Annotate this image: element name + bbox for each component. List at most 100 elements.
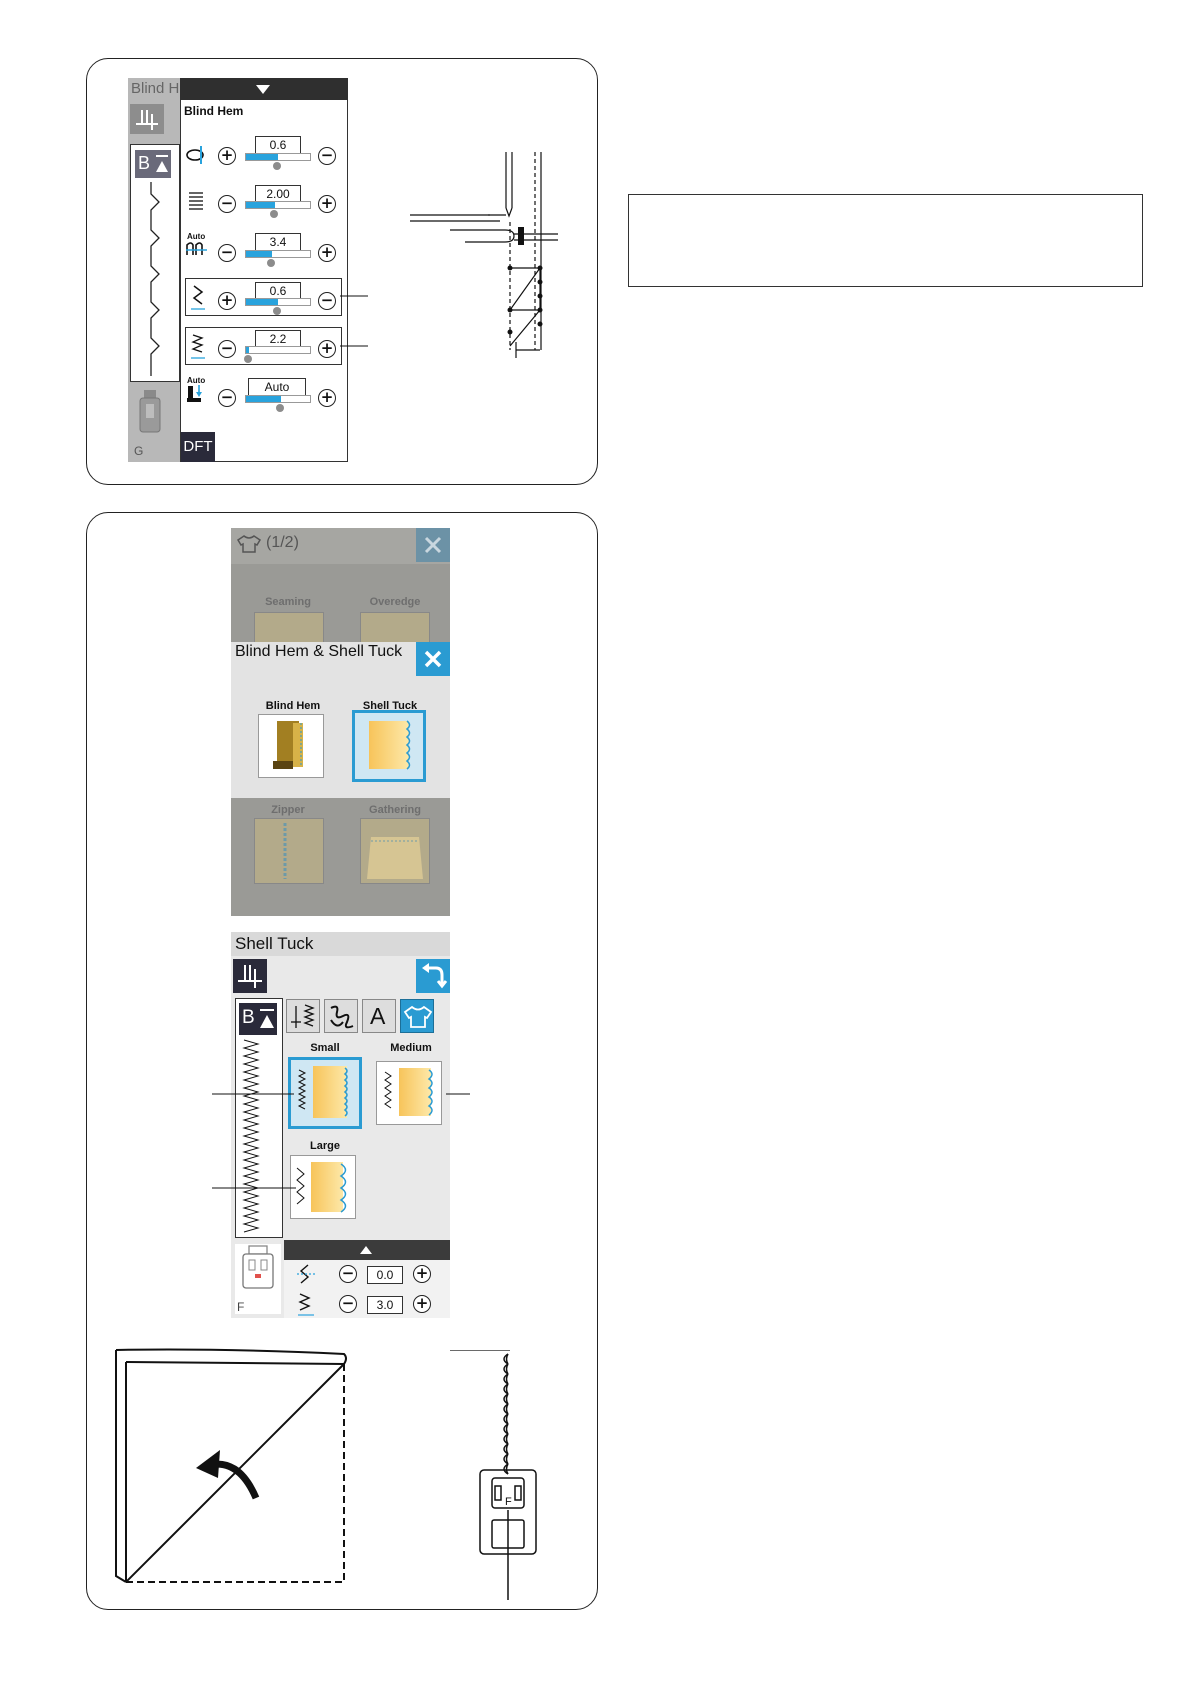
- increase-button[interactable]: +: [318, 195, 336, 213]
- decrease-button[interactable]: −: [318, 292, 336, 310]
- slider-knob-2[interactable]: [270, 210, 278, 218]
- decrease-button[interactable]: −: [318, 147, 336, 165]
- size-large-option[interactable]: [290, 1155, 356, 1219]
- back-arrow-icon: [422, 963, 448, 989]
- slider-fill-5: [246, 347, 249, 353]
- expand-bar[interactable]: [284, 1240, 450, 1260]
- slider-knob-6[interactable]: [276, 404, 284, 412]
- slider-track-3[interactable]: [245, 250, 311, 258]
- alphabet-letter: A: [370, 1003, 386, 1029]
- shell-scallop-inner: [505, 1413, 509, 1425]
- shell-tuck-stitch-preview: [242, 1039, 260, 1233]
- menu-item-gathering[interactable]: Gathering: [369, 804, 421, 816]
- menu-item-zipper[interactable]: Zipper: [271, 804, 305, 816]
- shell-scallop-inner: [505, 1393, 509, 1405]
- foot-letter-g: G: [134, 444, 144, 458]
- slider-track-2[interactable]: [245, 201, 311, 209]
- decrease-button[interactable]: −: [218, 389, 236, 407]
- increase-button[interactable]: +: [318, 244, 336, 262]
- blind-hem-stitch-preview: [150, 182, 160, 376]
- shell-tuck-option[interactable]: [352, 710, 426, 782]
- auto-label: Auto: [187, 232, 206, 241]
- tab-utility-stitches[interactable]: [286, 999, 320, 1033]
- slider-fill-2: [246, 202, 275, 208]
- menu-item-overedge[interactable]: Overedge: [369, 596, 421, 608]
- increase-width-button[interactable]: +: [413, 1265, 431, 1283]
- collapse-bar[interactable]: [180, 78, 348, 100]
- tab-garment[interactable]: [400, 999, 434, 1033]
- slider-knob-5[interactable]: [244, 355, 252, 363]
- medium-shell-icon: [384, 1068, 433, 1116]
- shell-scallop-inner: [505, 1383, 509, 1395]
- size-small-option[interactable]: [288, 1057, 362, 1129]
- dft-button[interactable]: DFT: [181, 432, 215, 462]
- size-large-label: Large: [310, 1140, 340, 1152]
- popup-title: Blind Hem & Shell Tuck: [235, 643, 403, 660]
- gathering-icon: [367, 837, 423, 879]
- tab-decorative-stitches[interactable]: [324, 999, 358, 1033]
- shell-scallop-inner: [505, 1403, 509, 1415]
- width-value: 0.0: [367, 1266, 403, 1284]
- shell-scallop-inner: [505, 1463, 509, 1475]
- popup-close-button[interactable]: [416, 642, 450, 676]
- shell-scallop-inner: [505, 1433, 509, 1445]
- slider-track-4[interactable]: [245, 298, 311, 306]
- size-medium-label: Medium: [390, 1042, 432, 1054]
- increase-button[interactable]: +: [318, 340, 336, 358]
- shell-tuck-label: Shell Tuck: [362, 700, 418, 712]
- menu-item-seaming[interactable]: Seaming: [265, 596, 311, 608]
- foot-letter-f: F: [237, 1300, 245, 1314]
- straight-stitch-button[interactable]: [233, 959, 267, 993]
- increase-button[interactable]: +: [218, 292, 236, 310]
- mode-b-icon[interactable]: B: [135, 150, 171, 178]
- bite-width-icon: [191, 285, 205, 310]
- tab-alphabet[interactable]: A: [362, 999, 396, 1033]
- screen-title: Shell Tuck: [231, 932, 450, 956]
- increase-button[interactable]: +: [318, 389, 336, 407]
- thread-tension-icon: [186, 242, 207, 255]
- decrease-width-button[interactable]: −: [339, 1265, 357, 1283]
- blind-hem-thumbnail-icon: [273, 721, 303, 769]
- highlighted-row-bite-width: [185, 278, 342, 316]
- stitch-width-icon: [297, 1264, 316, 1284]
- decorative-stitch-icon: [330, 1005, 354, 1029]
- slider-track-1[interactable]: [245, 153, 311, 161]
- blind-hem-option[interactable]: [258, 714, 324, 778]
- overlay-title: Blind Hem: [184, 104, 244, 118]
- straight-stitch-icon: [238, 965, 262, 988]
- close-button-greyed[interactable]: [416, 528, 450, 562]
- shell-scallop-inner: [505, 1353, 509, 1365]
- background-title: Blind H: [131, 80, 180, 97]
- size-medium-option[interactable]: [376, 1061, 442, 1125]
- value-display-1: 0.6: [255, 136, 301, 154]
- zipper-thumbnail[interactable]: [254, 818, 324, 884]
- slider-track-6[interactable]: [245, 395, 311, 403]
- menu-page-indicator: (1/2): [266, 534, 299, 551]
- fabric-fold-diagram: [115, 1348, 347, 1583]
- slider-knob-4[interactable]: [273, 307, 281, 315]
- mode-b-icon[interactable]: B: [239, 1003, 277, 1035]
- blind-hem-label: Blind Hem: [265, 700, 321, 712]
- back-button[interactable]: [416, 959, 450, 993]
- small-shell-icon: [297, 1066, 348, 1118]
- shell-scallop-inner: [505, 1373, 509, 1385]
- needle-position-icon: [186, 146, 204, 164]
- close-icon: [424, 536, 442, 554]
- decrease-button[interactable]: −: [218, 340, 236, 358]
- slider-knob-1[interactable]: [273, 162, 281, 170]
- gathering-thumbnail[interactable]: [360, 818, 430, 884]
- slider-knob-3[interactable]: [267, 259, 275, 267]
- shell-scallop-inner: [505, 1453, 509, 1465]
- mode-b-label: B: [242, 1007, 255, 1028]
- shell-tuck-sewing-diagram: F: [450, 1350, 537, 1600]
- increase-length-button[interactable]: +: [413, 1295, 431, 1313]
- slider-fill-6: [246, 396, 281, 402]
- note-box: [628, 194, 1143, 287]
- increase-button[interactable]: +: [218, 147, 236, 165]
- decrease-length-button[interactable]: −: [339, 1295, 357, 1313]
- triangle-up-icon: [360, 1246, 372, 1254]
- slider-track-5[interactable]: [245, 346, 311, 354]
- slider-fill-4: [246, 299, 278, 305]
- decrease-button[interactable]: −: [218, 195, 236, 213]
- decrease-button[interactable]: −: [218, 244, 236, 262]
